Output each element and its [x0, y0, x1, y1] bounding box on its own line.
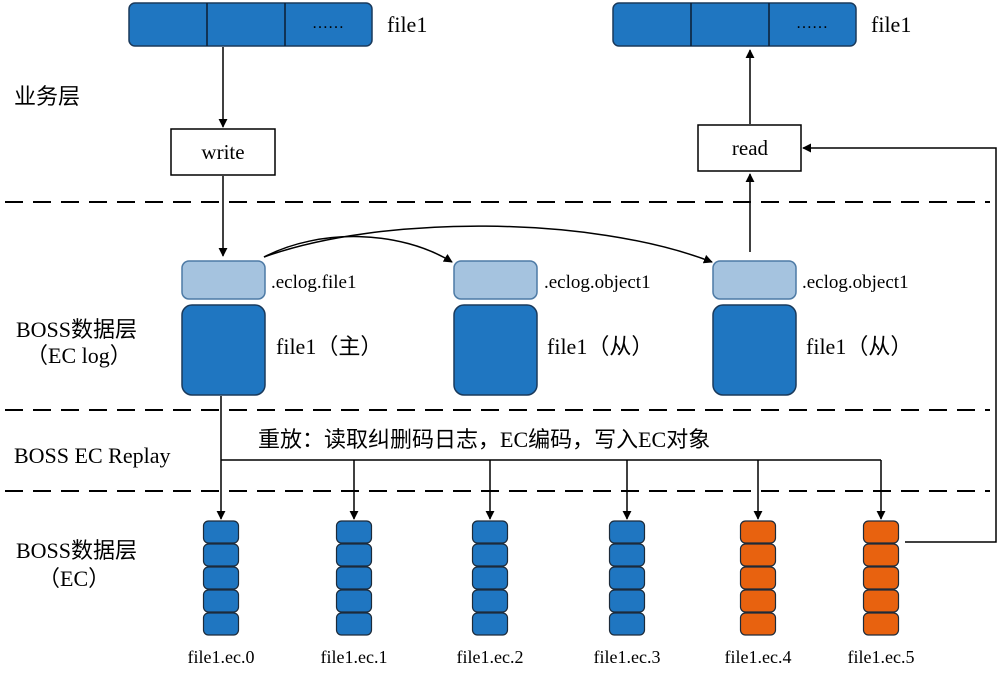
- ec-stack: file1.ec.1: [321, 520, 388, 667]
- ec-block: [608, 589, 646, 613]
- file-bar-dots: ……: [796, 15, 828, 32]
- eclog-file-block: [181, 304, 266, 396]
- file-bar-dots: ……: [312, 15, 344, 32]
- layer-label-replay: BOSS EC Replay: [14, 443, 170, 468]
- ec-block: [202, 612, 240, 636]
- ec5-to-read-feedback: [802, 143, 997, 543]
- eclog-file-block: [453, 304, 538, 396]
- ec-block: [739, 566, 777, 590]
- write-box: write: [170, 128, 276, 176]
- ec-block: [862, 589, 900, 613]
- layer-label-business: 业务层: [14, 84, 80, 109]
- ec-block: [471, 589, 509, 613]
- ec-stack-label: file1.ec.1: [321, 647, 388, 667]
- replay-description: 重放：读取纠删码日志，EC编码，写入EC对象: [258, 427, 710, 452]
- replication-arrow-1: [263, 235, 453, 263]
- ec-block: [335, 589, 373, 613]
- ec-stack: file1.ec.4: [725, 520, 792, 667]
- ec-block: [335, 612, 373, 636]
- file-bar-left-label: file1: [387, 12, 427, 37]
- ec-block: [862, 520, 900, 544]
- eclog-log-label: .eclog.file1: [271, 272, 356, 293]
- layer-label-ec: BOSS数据层: [16, 538, 137, 563]
- layer-label-eclog: BOSS数据层: [16, 317, 137, 342]
- ec-block: [608, 520, 646, 544]
- eclog-file-block: [712, 304, 797, 396]
- write-label: write: [201, 140, 244, 164]
- ec-block: [608, 543, 646, 567]
- ec-block: [335, 566, 373, 590]
- eclog-node-replica-1: .eclog.object1 file1（从）: [453, 260, 653, 396]
- ec-stack-label: file1.ec.0: [188, 647, 255, 667]
- ec-block: [739, 612, 777, 636]
- read-label: read: [732, 136, 769, 160]
- ec-stack: file1.ec.2: [457, 520, 524, 667]
- ec-block: [202, 566, 240, 590]
- eclog-node-primary: .eclog.file1 file1（主）: [181, 260, 382, 396]
- ec-stacks: file1.ec.0 file1.ec.1 file1.ec.2 file1.ec.3…: [188, 520, 915, 667]
- ec-block: [739, 543, 777, 567]
- ec-stack: file1.ec.3: [594, 520, 661, 667]
- ec-block: [608, 566, 646, 590]
- ec-block: [202, 589, 240, 613]
- eclog-file-label: file1（从）: [547, 334, 653, 359]
- ec-block: [862, 566, 900, 590]
- eclog-log-block: [712, 260, 797, 300]
- ec-block: [862, 612, 900, 636]
- ec-stack: file1.ec.5: [848, 520, 915, 667]
- ec-block: [471, 566, 509, 590]
- eclog-log-block: [453, 260, 538, 300]
- ec-block: [202, 520, 240, 544]
- read-box: read: [697, 124, 802, 172]
- ec-stack: file1.ec.0: [188, 520, 255, 667]
- eclog-log-label: .eclog.object1: [802, 272, 909, 293]
- ec-stack-label: file1.ec.3: [594, 647, 661, 667]
- layer-label-eclog-sub: （EC log）: [26, 343, 132, 368]
- ec-block: [608, 612, 646, 636]
- ec-stack-label: file1.ec.4: [725, 647, 792, 667]
- ec-block: [862, 543, 900, 567]
- ec-block: [335, 520, 373, 544]
- ec-block: [471, 520, 509, 544]
- ec-block: [471, 543, 509, 567]
- file-bar-right-label: file1: [871, 12, 911, 37]
- ec-block: [739, 589, 777, 613]
- file-bar-right: ……: [612, 2, 857, 47]
- ec-block: [471, 612, 509, 636]
- ec-stack-label: file1.ec.5: [848, 647, 915, 667]
- layer-label-ec-sub: （EC）: [38, 566, 110, 591]
- eclog-file-label: file1（主）: [276, 334, 382, 359]
- eclog-node-replica-2: .eclog.object1 file1（从）: [712, 260, 912, 396]
- replay-branches: [216, 460, 886, 520]
- ec-stack-label: file1.ec.2: [457, 647, 524, 667]
- ec-block: [202, 543, 240, 567]
- replication-arrow-2: [263, 225, 713, 264]
- ec-block: [739, 520, 777, 544]
- file-bar-left: ……: [128, 2, 373, 47]
- eclog-log-label: .eclog.object1: [544, 272, 651, 293]
- eclog-file-label: file1（从）: [806, 334, 912, 359]
- eclog-log-block: [181, 260, 266, 300]
- ec-block: [335, 543, 373, 567]
